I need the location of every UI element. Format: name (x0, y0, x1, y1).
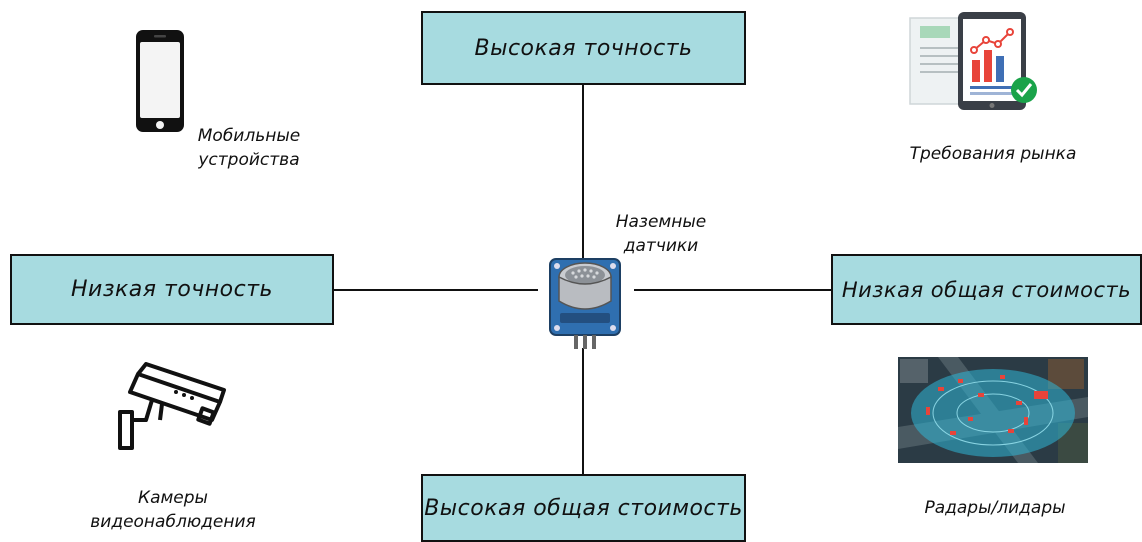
caption-mobile-devices-line2: устройства (186, 148, 312, 172)
center-label: Наземные датчики (606, 210, 716, 258)
market-report-icon (908, 10, 1040, 114)
caption-market-requirements-line1: Требования рынка (898, 142, 1088, 166)
axis-box-bottom: Высокая общая стоимость (421, 474, 746, 542)
cctv-camera-icon (116, 362, 228, 454)
caption-mobile-devices: Мобильные устройства (186, 124, 312, 172)
axis-line-vertical-bottom (582, 348, 584, 476)
caption-market-requirements: Требования рынка (898, 142, 1088, 166)
axis-box-right: Низкая общая стоимость (831, 254, 1142, 325)
axis-box-top: Высокая точность (421, 11, 746, 85)
axis-line-vertical-top (582, 84, 584, 260)
axis-line-horizontal-left (333, 289, 538, 291)
center-label-line1: Наземные (606, 210, 716, 234)
ground-sensor-icon (540, 255, 630, 351)
axis-box-left: Низкая точность (10, 254, 334, 325)
radar-lidar-scan-icon (898, 357, 1088, 463)
caption-mobile-devices-line1: Мобильные (186, 124, 312, 148)
caption-radars-lidars: Радары/лидары (900, 496, 1090, 520)
caption-cctv: Камеры видеонаблюдения (88, 486, 258, 534)
caption-radars-lidars-line1: Радары/лидары (900, 496, 1090, 520)
smartphone-icon (134, 28, 186, 134)
caption-cctv-line1: Камеры (88, 486, 258, 510)
caption-cctv-line2: видеонаблюдения (88, 510, 258, 534)
axis-line-horizontal-right (634, 289, 832, 291)
